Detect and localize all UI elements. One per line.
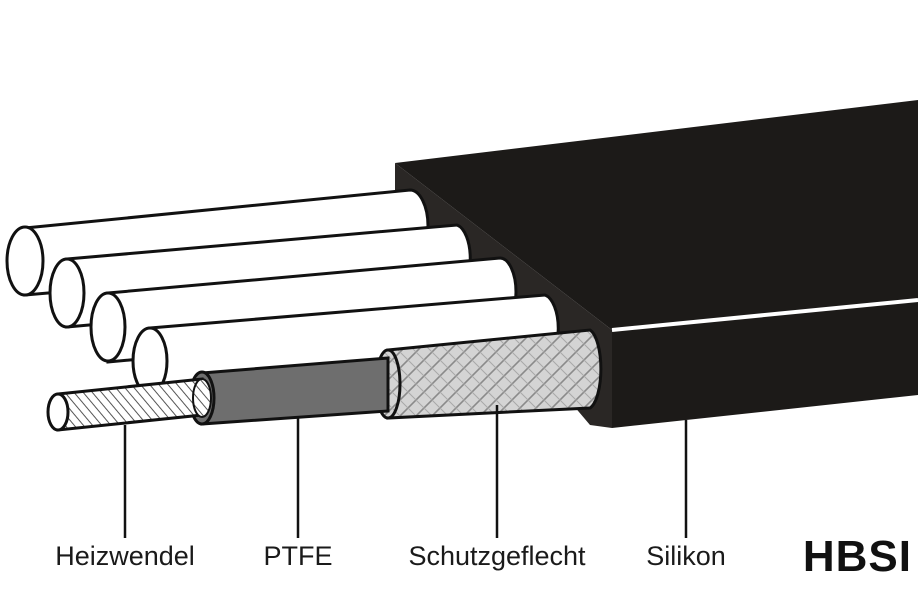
label-heating-coil: Heizwendel (55, 541, 195, 571)
heating-coil-wire (46, 377, 212, 432)
label-silicone: Silikon (646, 541, 726, 571)
label-shield-braid: Schutzgeflecht (408, 541, 586, 571)
label-ptfe: PTFE (263, 541, 333, 571)
jacket-front-face (612, 300, 918, 428)
jacket-top-face (395, 100, 918, 330)
model-name: HBSI (802, 532, 912, 581)
